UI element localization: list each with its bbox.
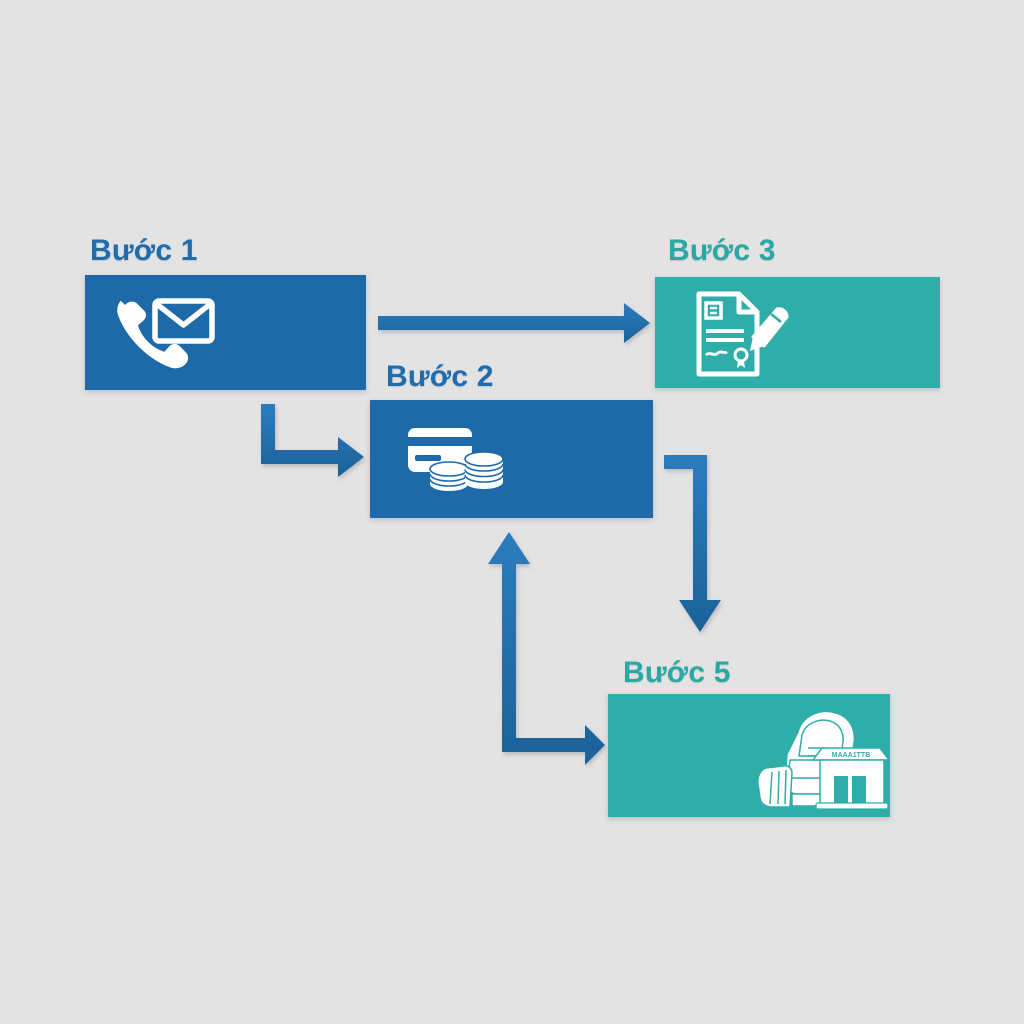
step-5-icon-group: MAAA1TTB: [746, 702, 891, 812]
phone-envelope-icons: [117, 298, 215, 369]
credit-card-icon: [408, 428, 472, 472]
coin-stack-icon: [429, 451, 504, 491]
step-2-icon-group: [405, 422, 515, 498]
payment-icons: [408, 428, 504, 491]
chair-store-icons: MAAA1TTB: [757, 710, 891, 810]
phone-icon: [117, 300, 189, 369]
envelope-icon: [152, 298, 215, 344]
step-3-box[interactable]: [655, 277, 940, 388]
arrow-step1-to-step3: [378, 303, 650, 343]
arrow-step1-to-step2: [261, 404, 364, 477]
storefront-icon: MAAA1TTB: [811, 747, 891, 810]
step-3-icon-group: [693, 289, 789, 379]
step-1-label: Bước 1: [90, 234, 198, 267]
step-5-label: Bước 5: [623, 656, 731, 689]
step-2-label: Bước 2: [386, 360, 494, 393]
arrow-step5-to-step2: [488, 532, 605, 765]
contract-signature-icons: [696, 291, 789, 377]
storefront-sign-text: MAAA1TTB: [832, 752, 871, 759]
step-5-box[interactable]: MAAA1TTB: [608, 694, 891, 817]
step-2-box[interactable]: [370, 400, 653, 518]
step-3-label: Bước 3: [668, 234, 776, 267]
pen-icon: [750, 307, 789, 351]
arrow-step2-to-step5: [664, 455, 721, 632]
step-1-icon-group: [107, 291, 227, 375]
contract-document-icon: [696, 291, 760, 377]
step-1-box[interactable]: [85, 275, 366, 390]
